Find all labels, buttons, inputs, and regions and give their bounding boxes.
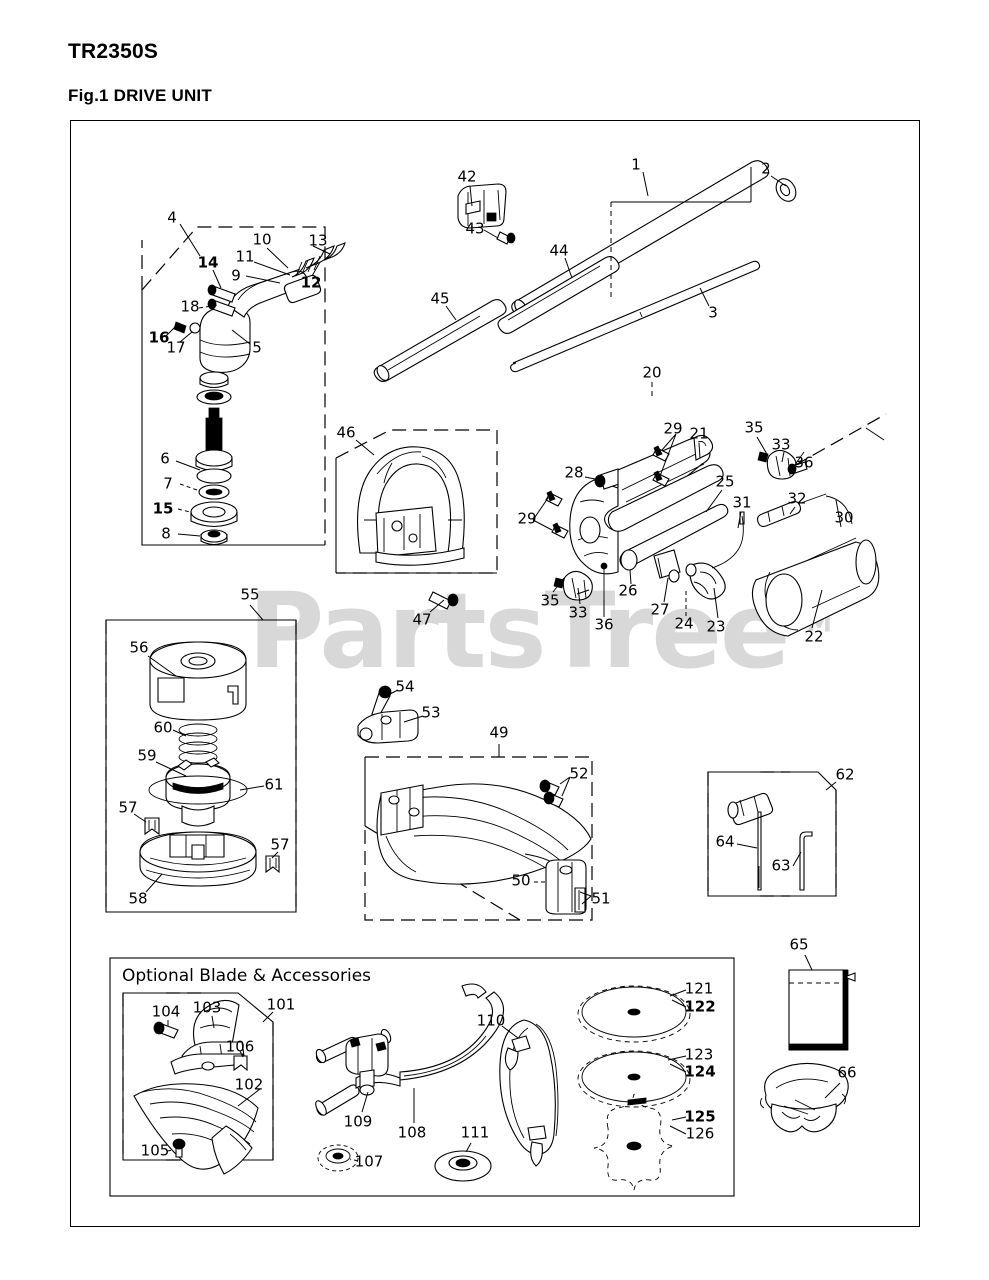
callout-10: 10 xyxy=(252,230,272,249)
callout-123: 123 xyxy=(684,1045,714,1064)
callout-2: 2 xyxy=(761,159,771,178)
callout-109: 109 xyxy=(343,1112,373,1131)
callout-31: 31 xyxy=(732,493,752,512)
callout-11: 11 xyxy=(235,247,255,266)
callout-9: 9 xyxy=(231,266,241,285)
callout-7: 7 xyxy=(163,474,173,493)
callout-13: 13 xyxy=(308,231,328,250)
callout-26: 26 xyxy=(618,581,638,600)
callout-4: 4 xyxy=(167,208,177,227)
callout-27: 27 xyxy=(650,600,670,619)
callout-36: 36 xyxy=(594,615,614,634)
callout-53: 53 xyxy=(421,703,441,722)
callout-58: 58 xyxy=(128,889,148,908)
callout-65: 65 xyxy=(789,935,809,954)
callout-60: 60 xyxy=(153,718,173,737)
callout-15: 15 xyxy=(152,499,174,518)
optional-accessories-label: Optional Blade & Accessories xyxy=(122,966,372,986)
callout-17: 17 xyxy=(166,338,186,357)
callout-122: 122 xyxy=(684,997,716,1016)
callout-103: 103 xyxy=(192,998,222,1017)
callout-104: 104 xyxy=(151,1002,181,1021)
callout-66: 66 xyxy=(837,1063,857,1082)
callout-64: 64 xyxy=(715,832,735,851)
callout-28: 28 xyxy=(564,463,584,482)
callout-55: 55 xyxy=(240,585,260,604)
callout-36: 36 xyxy=(794,453,814,472)
callout-126: 126 xyxy=(685,1124,715,1143)
callout-18: 18 xyxy=(180,297,200,316)
callout-111: 111 xyxy=(460,1123,490,1142)
callout-42: 42 xyxy=(457,167,477,186)
callout-33: 33 xyxy=(568,603,588,622)
callout-30: 30 xyxy=(834,508,854,527)
callout-3: 3 xyxy=(708,303,718,322)
callout-110: 110 xyxy=(476,1011,506,1030)
diagram-frame xyxy=(70,120,920,1227)
callout-33: 33 xyxy=(771,435,791,454)
callout-61: 61 xyxy=(264,775,284,794)
callout-51: 51 xyxy=(591,889,611,908)
callout-49: 49 xyxy=(489,723,509,742)
callout-21: 21 xyxy=(689,424,709,443)
callout-107: 107 xyxy=(354,1152,384,1171)
callout-47: 47 xyxy=(412,610,432,629)
callout-44: 44 xyxy=(549,241,569,260)
callout-57: 57 xyxy=(118,798,138,817)
callout-106: 106 xyxy=(225,1037,255,1056)
callout-108: 108 xyxy=(397,1123,427,1142)
callout-23: 23 xyxy=(706,617,726,636)
callout-8: 8 xyxy=(161,524,171,543)
callout-52: 52 xyxy=(569,764,589,783)
callout-35: 35 xyxy=(744,418,764,437)
callout-14: 14 xyxy=(197,253,219,272)
callout-22: 22 xyxy=(804,627,824,646)
callout-50: 50 xyxy=(511,871,531,890)
callout-125: 125 xyxy=(684,1107,716,1126)
callout-5: 5 xyxy=(252,338,262,357)
callout-1: 1 xyxy=(631,155,641,174)
callout-24: 24 xyxy=(674,614,694,633)
callout-29: 29 xyxy=(663,419,683,438)
callout-102: 102 xyxy=(234,1075,264,1094)
callout-121: 121 xyxy=(684,979,714,998)
figure-title: Fig.1 DRIVE UNIT xyxy=(68,86,212,105)
callout-43: 43 xyxy=(465,219,485,238)
callout-35: 35 xyxy=(540,591,560,610)
partstree-watermark: PartsTreeTM xyxy=(248,570,832,692)
callout-12: 12 xyxy=(300,273,322,292)
callout-105: 105 xyxy=(140,1141,170,1160)
callout-59: 59 xyxy=(137,746,157,765)
callout-25: 25 xyxy=(715,472,735,491)
callout-56: 56 xyxy=(129,638,149,657)
callout-45: 45 xyxy=(430,289,450,308)
callout-29: 29 xyxy=(517,509,537,528)
callout-6: 6 xyxy=(160,449,170,468)
page-title: TR2350S xyxy=(68,40,159,63)
callout-20: 20 xyxy=(642,363,662,382)
callout-62: 62 xyxy=(835,765,855,784)
callout-32: 32 xyxy=(787,489,807,508)
callout-63: 63 xyxy=(771,856,791,875)
callout-101: 101 xyxy=(266,995,296,1014)
callout-54: 54 xyxy=(395,677,415,696)
callout-124: 124 xyxy=(684,1062,716,1081)
callout-46: 46 xyxy=(336,423,356,442)
callout-57: 57 xyxy=(270,835,290,854)
